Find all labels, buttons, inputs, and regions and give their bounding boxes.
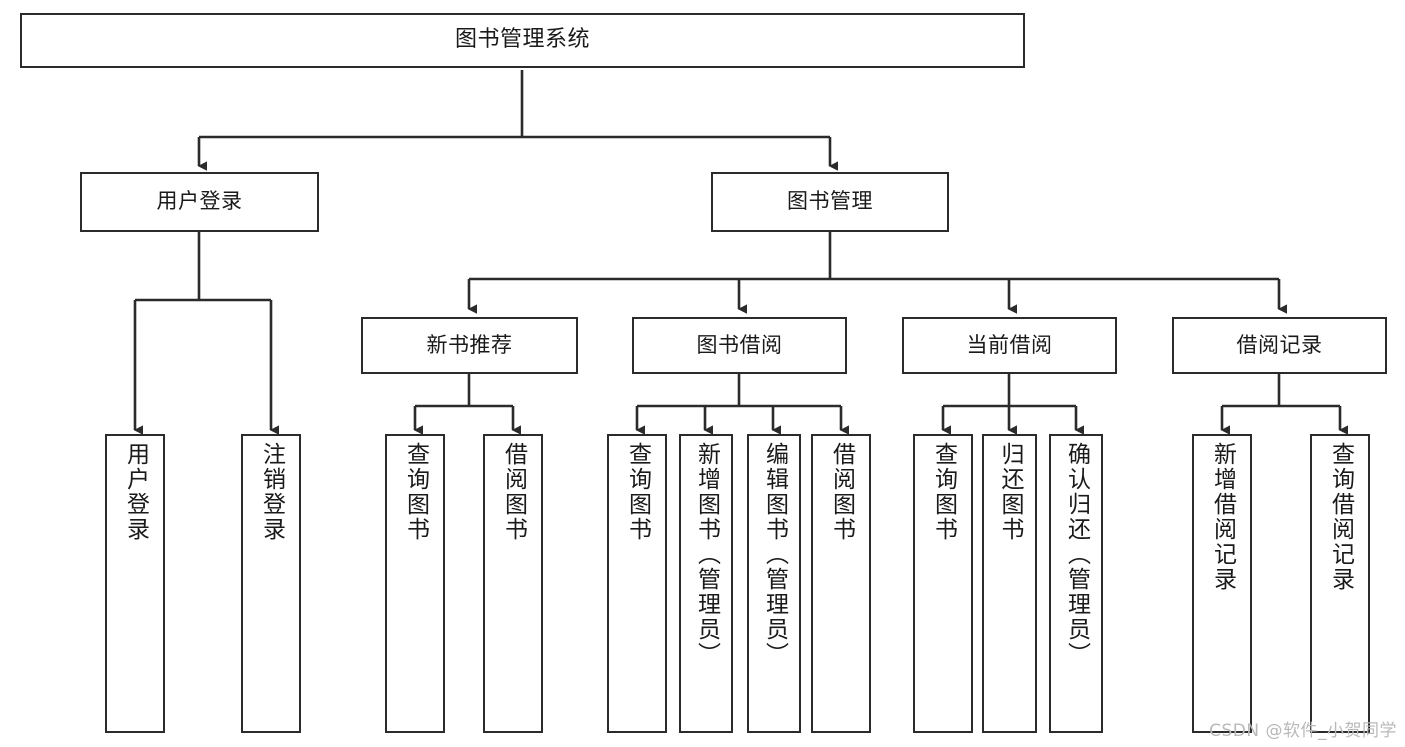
- leaf-current-return[interactable]: 归还图书: [982, 434, 1037, 733]
- node-book-management-label: 图书管理: [787, 189, 873, 214]
- leaf-records-add[interactable]: 新增借阅记录: [1192, 434, 1252, 733]
- leaf-current-query-label: 查询图书: [930, 442, 957, 542]
- leaf-borrow-query[interactable]: 查询图书: [607, 434, 667, 733]
- leaf-borrow-edit-book-label: 编辑图书（管理员）: [761, 442, 788, 667]
- leaf-records-add-label: 新增借阅记录: [1209, 442, 1236, 592]
- node-new-book-recommend-label: 新书推荐: [426, 332, 513, 357]
- leaf-borrow-query-label: 查询图书: [624, 442, 651, 542]
- leaf-new-books-borrow[interactable]: 借阅图书: [483, 434, 543, 733]
- leaf-borrow-add-book-label: 新增图书（管理员）: [693, 442, 720, 667]
- node-user-login-label: 用户登录: [156, 189, 243, 214]
- leaf-current-return-label: 归还图书: [997, 442, 1023, 542]
- node-user-login[interactable]: 用户登录: [80, 172, 319, 232]
- node-borrow-records-label: 借阅记录: [1236, 332, 1323, 357]
- node-book-borrow-label: 图书借阅: [696, 332, 783, 357]
- node-root[interactable]: 图书管理系统: [20, 13, 1025, 68]
- leaf-user-login-signout-label: 注销登录: [258, 442, 285, 542]
- node-root-label: 图书管理系统: [454, 27, 590, 53]
- leaf-new-books-borrow-label: 借阅图书: [500, 442, 527, 542]
- node-current-borrow[interactable]: 当前借阅: [902, 317, 1117, 374]
- leaf-records-query[interactable]: 查询借阅记录: [1310, 434, 1370, 733]
- leaf-new-books-query-label: 查询图书: [402, 442, 429, 542]
- leaf-user-login-signin-label: 用户登录: [122, 442, 149, 542]
- leaf-current-query[interactable]: 查询图书: [913, 434, 973, 733]
- node-book-management[interactable]: 图书管理: [711, 172, 949, 232]
- node-new-book-recommend[interactable]: 新书推荐: [361, 317, 578, 374]
- leaf-current-confirm-return-label: 确认归还（管理员）: [1063, 442, 1090, 667]
- leaf-current-confirm-return[interactable]: 确认归还（管理员）: [1049, 434, 1103, 733]
- node-borrow-records[interactable]: 借阅记录: [1172, 317, 1387, 374]
- leaf-user-login-signout[interactable]: 注销登录: [241, 434, 301, 733]
- leaf-borrow-borrow-book-label: 借阅图书: [828, 442, 855, 542]
- node-book-borrow[interactable]: 图书借阅: [632, 317, 847, 374]
- leaf-records-query-label: 查询借阅记录: [1327, 442, 1354, 592]
- leaf-borrow-borrow-book[interactable]: 借阅图书: [811, 434, 871, 733]
- leaf-borrow-edit-book[interactable]: 编辑图书（管理员）: [747, 434, 801, 733]
- leaf-user-login-signin[interactable]: 用户登录: [105, 434, 165, 733]
- leaf-borrow-add-book[interactable]: 新增图书（管理员）: [679, 434, 733, 733]
- leaf-new-books-query[interactable]: 查询图书: [385, 434, 445, 733]
- node-current-borrow-label: 当前借阅: [966, 332, 1053, 357]
